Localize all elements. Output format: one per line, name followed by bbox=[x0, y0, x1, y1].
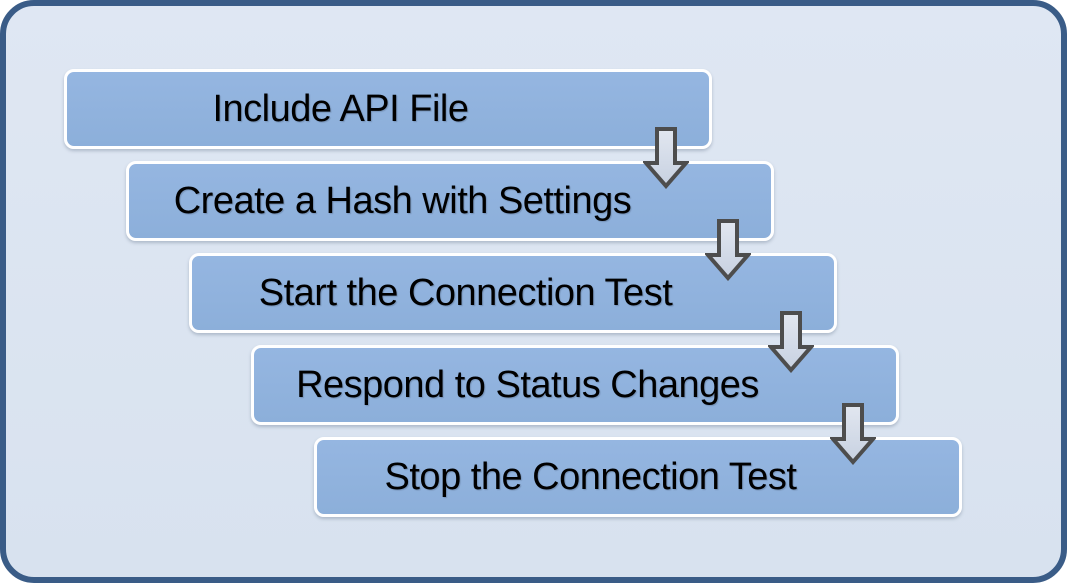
step-label: Include API File bbox=[212, 87, 469, 130]
step-label: Start the Connection Test bbox=[258, 271, 673, 314]
down-arrow-icon bbox=[768, 311, 814, 373]
down-arrow-icon bbox=[643, 127, 689, 189]
step-label: Create a Hash with Settings bbox=[173, 179, 632, 222]
down-arrow-icon bbox=[705, 219, 751, 281]
step-box-start-test: Start the Connection Test bbox=[189, 253, 837, 333]
step-label: Stop the Connection Test bbox=[384, 455, 797, 498]
step-label: Respond to Status Changes bbox=[296, 363, 759, 406]
down-arrow-icon bbox=[830, 403, 876, 465]
step-box-include-api-file: Include API File bbox=[64, 69, 712, 149]
